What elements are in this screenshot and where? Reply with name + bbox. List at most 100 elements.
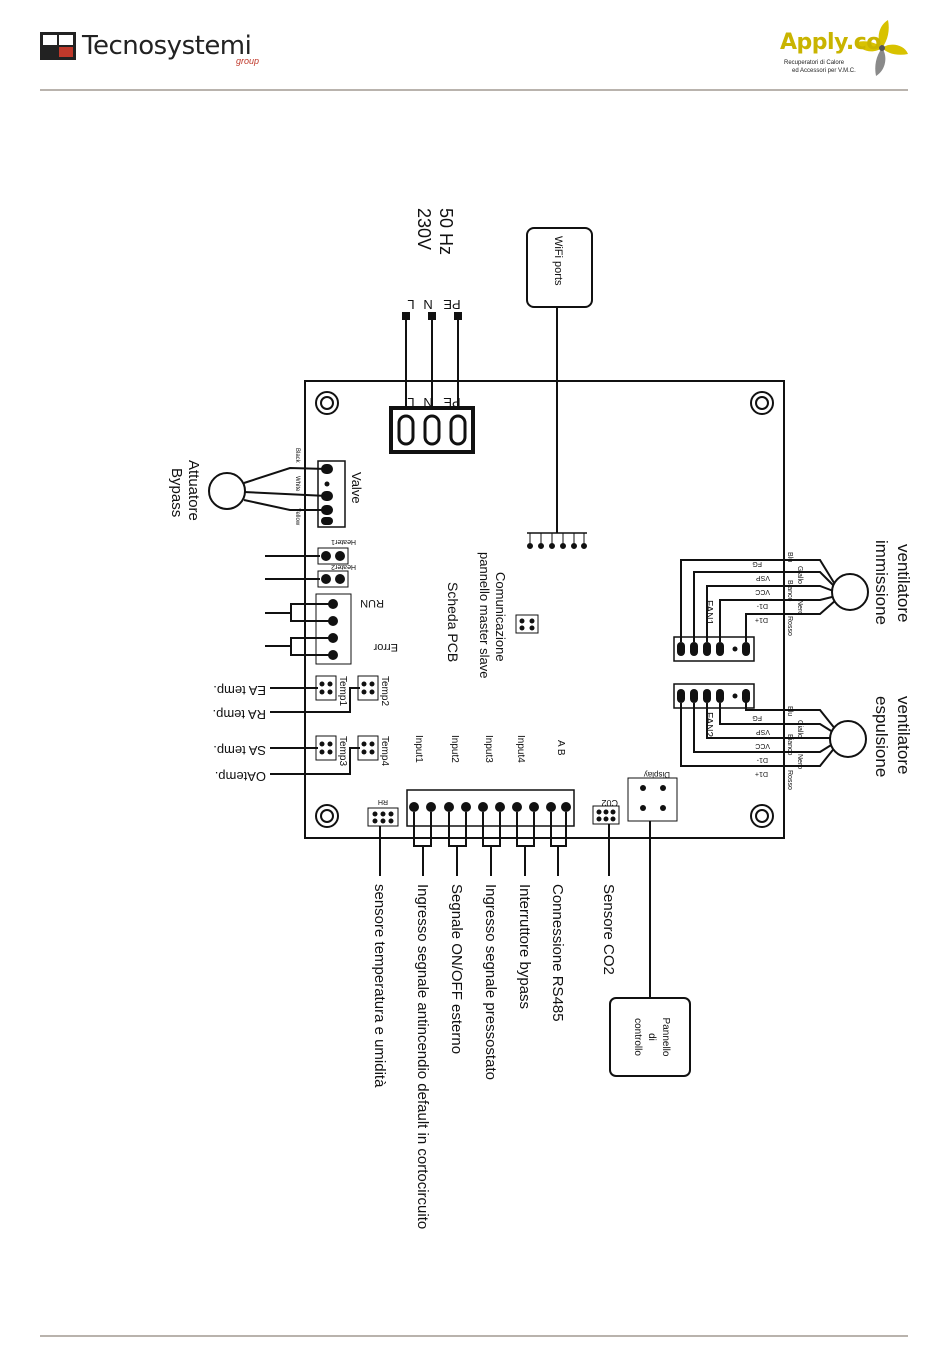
oa-temp-label: OAtemp. bbox=[215, 769, 266, 784]
fan1-pin-fg: FG bbox=[752, 560, 762, 567]
tecnosystemi-logo-mark bbox=[40, 32, 76, 60]
temp2-label: Temp2 bbox=[379, 676, 390, 706]
fan2-pin-fg: FG bbox=[752, 714, 762, 721]
fan1-wire-nero: Nero bbox=[796, 600, 803, 615]
ab-label: A B bbox=[555, 740, 566, 756]
heater1-label: Heater1 bbox=[331, 538, 356, 545]
temp3-connector bbox=[315, 735, 337, 761]
fan1-wire-rosso: Rosso bbox=[786, 616, 793, 636]
temp-humidity-label: sensore temperatura e umidità bbox=[371, 884, 388, 1088]
relay-connector bbox=[315, 593, 352, 665]
terminal-label-n-inner: N bbox=[423, 395, 432, 410]
comm-label-1: Comunicazione bbox=[493, 572, 508, 662]
brand-right-tagline: Recuperatori di Calore bbox=[784, 60, 845, 66]
terminal-label-l-outer: L bbox=[407, 297, 414, 312]
bypass-actuator-label-2: Bypass bbox=[168, 468, 185, 517]
fan-exhaust-icon bbox=[829, 720, 867, 758]
valve-label: Valve bbox=[349, 472, 364, 504]
bypass-actuator-label-1: Attuatore bbox=[185, 460, 202, 521]
brand-name: Tecnosystemi bbox=[82, 31, 252, 61]
temp1-label: Temp1 bbox=[337, 676, 348, 706]
header-divider bbox=[40, 89, 908, 91]
terminal-label-l-inner: L bbox=[407, 395, 414, 410]
terminal-label-pe-outer: PE bbox=[443, 297, 461, 312]
terminal-label-pe-inner: PE bbox=[443, 395, 461, 410]
terminal-N-dot bbox=[428, 312, 436, 320]
display-connector bbox=[627, 777, 678, 822]
fan1-wire-bianco: Bianco bbox=[786, 580, 793, 602]
power-wires bbox=[405, 316, 459, 408]
master-slave-connector bbox=[515, 614, 539, 634]
pressure-switch-label: Ingresso segnale pressostato bbox=[482, 884, 499, 1080]
bypass-actuator-wires bbox=[243, 466, 328, 511]
applyco-logo: Apply.co Recuperatori di Calore ed Acces… bbox=[778, 16, 910, 86]
fan-blade-logo-icon bbox=[856, 20, 908, 76]
rh-connector bbox=[367, 807, 399, 827]
temp1-connector bbox=[315, 675, 337, 701]
rh-label: RH bbox=[378, 798, 388, 805]
wifi-ports-label: WiFi ports bbox=[552, 236, 564, 286]
fan-supply-label-1: ventilatore bbox=[894, 544, 913, 622]
pcb-board bbox=[304, 380, 785, 839]
fan2-pin-d1-minus: D1- bbox=[756, 756, 768, 763]
fan1-pin-d1-minus: D1- bbox=[756, 602, 768, 609]
fan2-wire-nero: Nero bbox=[796, 754, 803, 769]
relay-wires bbox=[265, 603, 330, 656]
terminal-L-dot bbox=[402, 312, 410, 320]
fan2-wire-bianco: Bianco bbox=[786, 734, 793, 756]
display-label: Display bbox=[644, 770, 670, 779]
error-label: Error bbox=[373, 641, 398, 653]
fan2-wires bbox=[680, 689, 837, 767]
footer-divider bbox=[40, 1335, 908, 1337]
valve-wire-black: Black bbox=[294, 448, 300, 464]
fire-input-label: Ingresso segnale antincendio default in … bbox=[414, 884, 431, 1229]
sa-temp-label: SA temp. bbox=[213, 743, 266, 758]
bypass-switch-label: Interruttore bypass bbox=[516, 884, 533, 1009]
fan2-connector bbox=[673, 683, 755, 709]
co2-label: C02 bbox=[601, 798, 618, 808]
control-panel-box bbox=[609, 997, 691, 1077]
power-frequency: 50 Hz bbox=[436, 208, 456, 255]
heater2-label: Heater2 bbox=[331, 563, 356, 570]
input-terminal-strip bbox=[406, 789, 575, 827]
heater2-connector bbox=[317, 570, 349, 588]
ra-temp-label: RA temp. bbox=[213, 707, 266, 722]
fan1-pin-vsp: VSP bbox=[756, 574, 770, 581]
comm-label-2: pannello master slave bbox=[477, 552, 492, 678]
mounting-holes bbox=[315, 391, 774, 828]
fan-exhaust-label-1: ventilatore bbox=[894, 696, 913, 774]
fan1-label: FAN1 bbox=[703, 600, 714, 625]
temp4-label: Temp4 bbox=[379, 736, 390, 766]
input4-label: Input4 bbox=[515, 735, 526, 763]
input3-label: Input3 bbox=[483, 735, 494, 763]
fan1-wire-blu: Blu bbox=[786, 552, 793, 562]
temp-sensor-wires bbox=[270, 687, 360, 775]
power-terminal-block bbox=[389, 406, 475, 454]
fan-supply-label-2: immissione bbox=[872, 540, 891, 625]
temp4-connector bbox=[357, 735, 379, 761]
fan1-wires bbox=[680, 559, 837, 642]
run-label: RUN bbox=[360, 597, 384, 609]
bypass-actuator-icon bbox=[208, 472, 246, 510]
fan2-label: FAN2 bbox=[703, 712, 714, 737]
control-panel-label-2: di bbox=[646, 1033, 657, 1041]
page-header: Tecnosystemi group Apply.co Recuperatori… bbox=[0, 0, 950, 95]
fan-supply-icon bbox=[831, 573, 869, 611]
control-panel-label-3: controllo bbox=[632, 1018, 643, 1056]
co2-connector bbox=[592, 805, 620, 825]
fan2-wire-giallo: Giallo bbox=[796, 720, 803, 738]
tecnosystemi-logo: Tecnosystemi group bbox=[40, 28, 259, 66]
rs485-label: Connessione RS485 bbox=[549, 884, 566, 1022]
valve-wire-white: White bbox=[294, 476, 300, 492]
wifi-connector bbox=[527, 532, 587, 549]
pcb-title: Scheda PCB bbox=[445, 582, 461, 662]
fan2-pin-d1-plus: D1+ bbox=[755, 770, 768, 777]
input-wires bbox=[413, 812, 567, 876]
input1-label: Input1 bbox=[413, 735, 424, 763]
power-voltage: 230V bbox=[414, 208, 434, 250]
wifi-ports-box bbox=[526, 227, 593, 308]
fan2-wire-rosso: Rosso bbox=[786, 770, 793, 790]
fan2-pin-vcc: VCC bbox=[755, 742, 770, 749]
input2-label: Input2 bbox=[449, 735, 460, 763]
fan1-connector bbox=[673, 636, 755, 662]
